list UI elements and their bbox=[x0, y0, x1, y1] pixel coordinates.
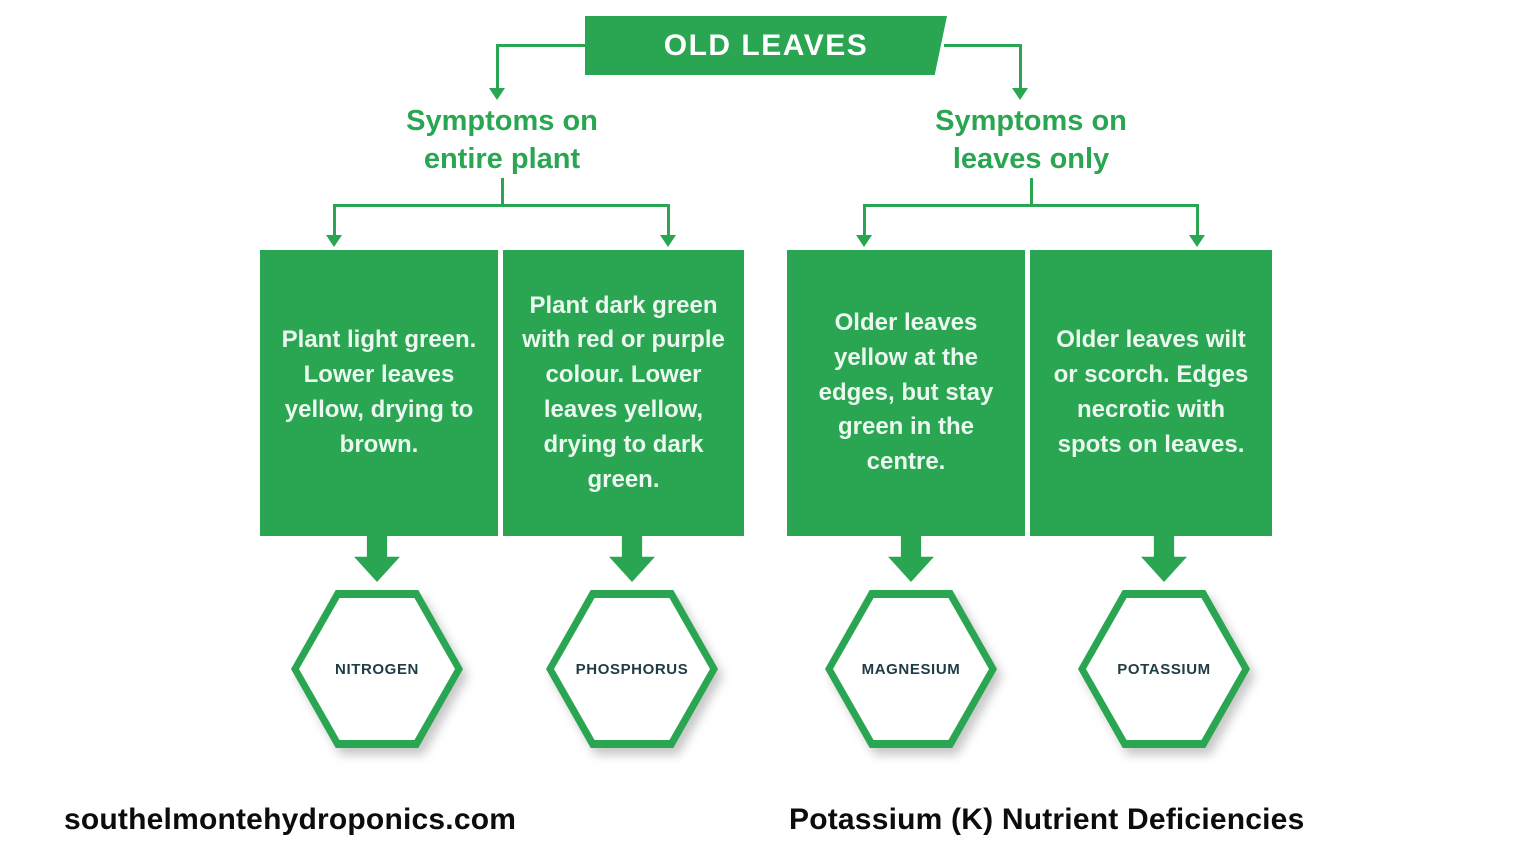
symptom-box-potassium: Older leaves wilt or scorch. Edges necro… bbox=[1030, 250, 1272, 536]
symptom-text: Older leaves yellow at the edges, but st… bbox=[818, 309, 994, 476]
arrow-down-icon bbox=[856, 235, 872, 247]
nutrient-label: NITROGEN bbox=[335, 660, 419, 678]
hexagon-phosphorus: PHOSPHORUS bbox=[546, 590, 718, 748]
root-node-old-leaves: OLD LEAVES bbox=[585, 16, 947, 75]
hexagon-fill: MAGNESIUM bbox=[833, 598, 989, 740]
connector-line bbox=[863, 204, 866, 236]
nutrient-label: MAGNESIUM bbox=[861, 660, 961, 678]
hexagon-border: NITROGEN bbox=[291, 590, 463, 748]
hexagon-border: MAGNESIUM bbox=[825, 590, 997, 748]
connector-line bbox=[496, 44, 499, 89]
symptom-text: Plant dark green with red or purple colo… bbox=[522, 291, 725, 493]
nutrient-label: PHOSPHORUS bbox=[575, 660, 689, 678]
symptom-box-nitrogen: Plant light green. Lower leaves yellow, … bbox=[260, 250, 498, 536]
symptom-box-magnesium: Older leaves yellow at the edges, but st… bbox=[787, 250, 1025, 536]
connector-line bbox=[1030, 178, 1033, 205]
block-arrow-down-icon bbox=[888, 536, 934, 582]
block-arrow-down-icon bbox=[1141, 536, 1187, 582]
connector-line bbox=[333, 204, 670, 207]
arrow-down-icon bbox=[326, 235, 342, 247]
arrow-down-icon bbox=[660, 235, 676, 247]
root-node-label: OLD LEAVES bbox=[663, 28, 869, 62]
hexagon-potassium: POTASSIUM bbox=[1078, 590, 1250, 748]
hexagon-border: PHOSPHORUS bbox=[546, 590, 718, 748]
symptom-box-phosphorus: Plant dark green with red or purple colo… bbox=[503, 250, 744, 536]
image-caption: Potassium (K) Nutrient Deficiencies bbox=[789, 803, 1305, 836]
nutrient-label: POTASSIUM bbox=[1117, 660, 1211, 678]
connector-line bbox=[333, 204, 336, 236]
arrow-down-icon bbox=[1189, 235, 1205, 247]
hexagon-magnesium: MAGNESIUM bbox=[825, 590, 997, 748]
connector-line bbox=[496, 44, 585, 47]
connector-line bbox=[944, 44, 1022, 47]
hexagon-fill: NITROGEN bbox=[299, 598, 455, 740]
hexagon-fill: POTASSIUM bbox=[1086, 598, 1242, 740]
arrow-down-icon bbox=[489, 88, 505, 100]
connector-line bbox=[863, 204, 1199, 207]
branch-label-entire-plant: Symptoms on entire plant bbox=[352, 102, 652, 179]
branch-label-line: entire plant bbox=[423, 143, 581, 176]
branch-label-line: Symptoms on bbox=[935, 105, 1127, 137]
symptom-text: Older leaves wilt or scorch. Edges necro… bbox=[1053, 326, 1249, 458]
hexagon-border: POTASSIUM bbox=[1078, 590, 1250, 748]
website-url: southelmontehydroponics.com bbox=[64, 803, 517, 836]
connector-line bbox=[1019, 44, 1022, 89]
connector-line bbox=[1196, 204, 1199, 236]
connector-line bbox=[501, 178, 504, 205]
block-arrow-down-icon bbox=[354, 536, 400, 582]
block-arrow-down-icon bbox=[609, 536, 655, 582]
branch-label-leaves-only: Symptoms on leaves only bbox=[881, 102, 1181, 179]
arrow-down-icon bbox=[1012, 88, 1028, 100]
symptom-text: Plant light green. Lower leaves yellow, … bbox=[281, 326, 477, 458]
branch-label-line: leaves only bbox=[952, 143, 1110, 176]
connector-line bbox=[667, 204, 670, 236]
branch-label-line: Symptoms on bbox=[406, 105, 598, 137]
hexagon-nitrogen: NITROGEN bbox=[291, 590, 463, 748]
hexagon-fill: PHOSPHORUS bbox=[554, 598, 710, 740]
